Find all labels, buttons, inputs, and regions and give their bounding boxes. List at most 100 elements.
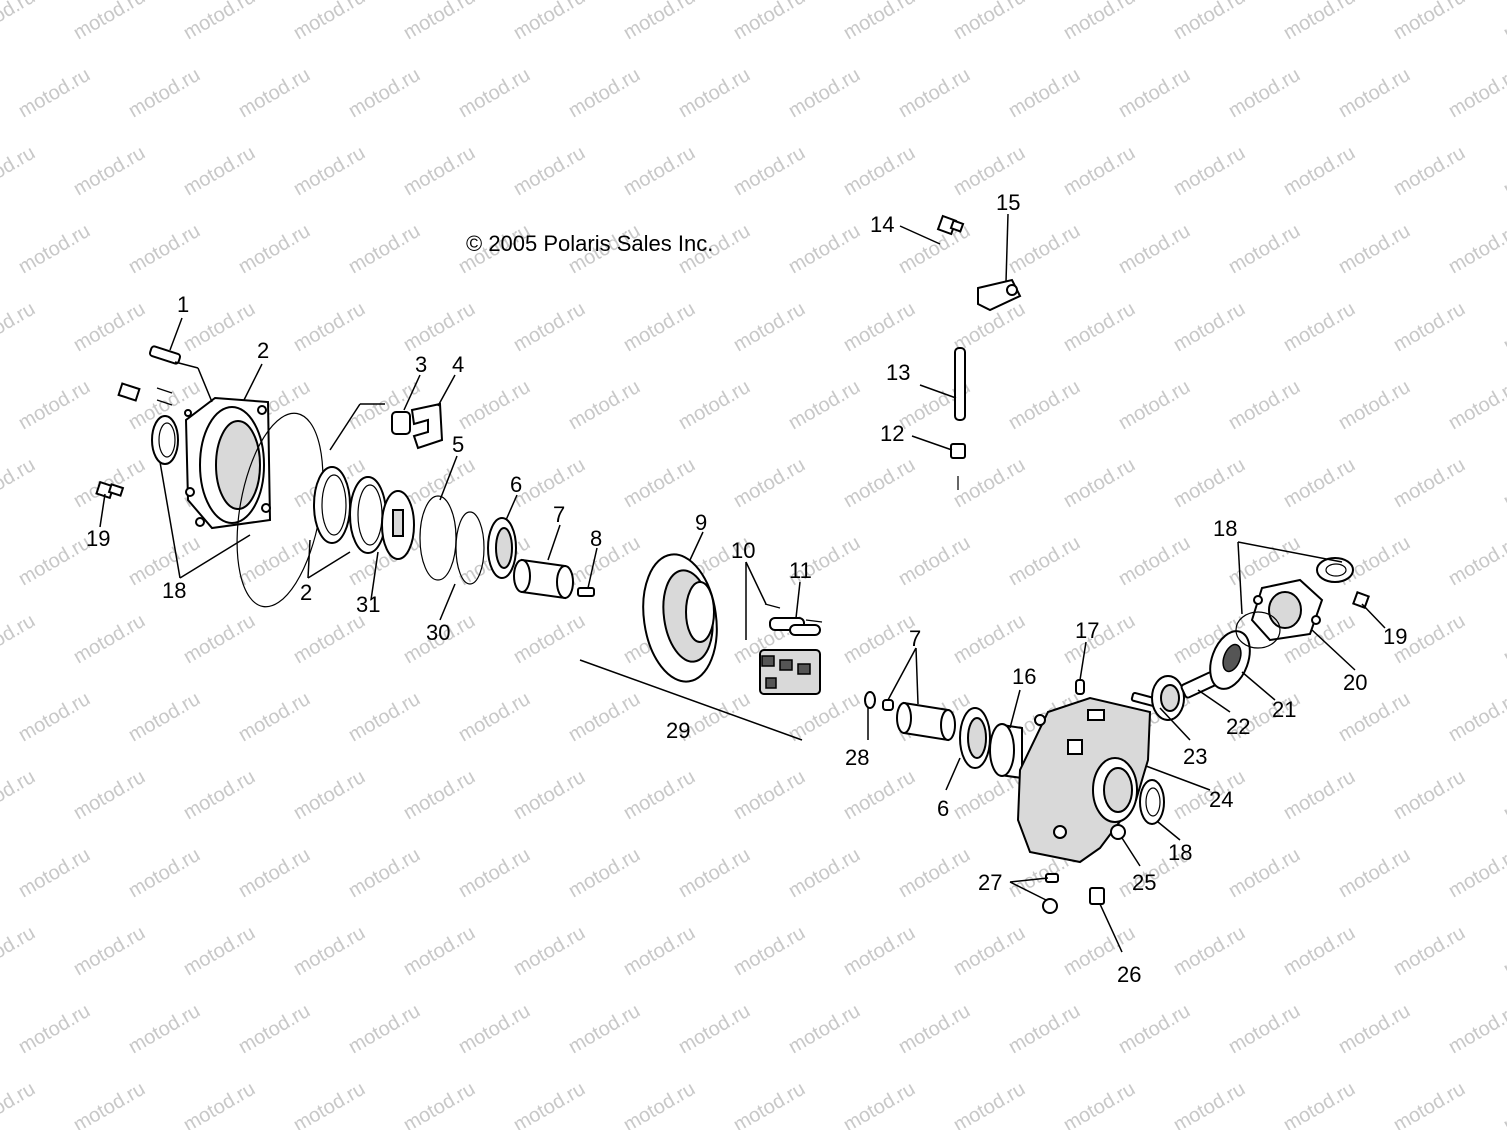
watermark-text: motod.ru — [1005, 1000, 1084, 1059]
part-6a-left-bearing — [487, 517, 517, 579]
watermark-text: motod.ru — [730, 142, 809, 201]
watermark-text: motod.ru — [565, 1000, 644, 1059]
callout-8: 8 — [590, 526, 602, 551]
part-1-dowel-pin — [148, 345, 182, 365]
watermark-text: motod.ru — [125, 220, 204, 279]
part-7b-small-pin — [882, 699, 894, 711]
watermark-text: motod.ru — [1280, 454, 1359, 513]
watermark-text: motod.ru — [1500, 922, 1507, 981]
watermark-text: motod.ru — [1115, 64, 1194, 123]
callout-6a: 6 — [510, 472, 522, 497]
part-12-plug — [950, 443, 966, 490]
callout-2b: 2 — [300, 580, 312, 605]
watermark-text: motod.ru — [345, 688, 424, 747]
watermark-text: motod.ru — [1170, 922, 1249, 981]
part-25-nut — [1110, 824, 1126, 840]
watermark-text: motod.ru — [840, 610, 919, 669]
watermark-text: motod.ru — [400, 922, 479, 981]
watermark-text: motod.ru — [70, 1078, 149, 1130]
watermark-text: motod.ru — [1170, 142, 1249, 201]
part-24-gearcase-housing — [1016, 696, 1152, 864]
watermark-text: motod.ru — [15, 844, 94, 903]
watermark-text: motod.ru — [1060, 1078, 1139, 1130]
watermark-text: motod.ru — [345, 1000, 424, 1059]
watermark-text: motod.ru — [1335, 844, 1414, 903]
watermark-text: motod.ru — [565, 64, 644, 123]
watermark-text: motod.ru — [235, 64, 314, 123]
callout-24: 24 — [1209, 787, 1233, 812]
watermark-text: motod.ru — [235, 220, 314, 279]
watermark-text: motod.ru — [345, 844, 424, 903]
watermark-text: motod.ru — [290, 298, 369, 357]
callout-26: 26 — [1117, 962, 1141, 987]
part-8-pin — [577, 587, 595, 597]
part-18b-pinion-seal — [1316, 557, 1354, 583]
watermark-text: motod.ru — [1390, 0, 1469, 44]
part-19c-right-bolt — [1352, 591, 1370, 609]
callout-18b: 18 — [1213, 516, 1237, 541]
watermark-text: motod.ru — [180, 766, 259, 825]
watermark-text: motod.ru — [1280, 922, 1359, 981]
watermark-text: motod.ru — [1115, 1000, 1194, 1059]
watermark-text: motod.ru — [1445, 64, 1507, 123]
watermark-text: motod.ru — [950, 454, 1029, 513]
part-19b-left-bolt — [95, 480, 125, 500]
callout-14: 14 — [870, 212, 894, 237]
watermark-text: motod.ru — [895, 844, 974, 903]
callout-23: 23 — [1183, 744, 1207, 769]
callout-30: 30 — [426, 620, 450, 645]
callout-1: 1 — [177, 292, 189, 317]
watermark-text: motod.ru — [1445, 220, 1507, 279]
callout-31: 31 — [356, 592, 380, 617]
part-28-washer — [864, 691, 876, 709]
watermark-text: motod.ru — [290, 0, 369, 44]
callout-10: 10 — [731, 538, 755, 563]
watermark-text: motod.ru — [0, 142, 39, 201]
watermark-text: motod.ru — [510, 0, 589, 44]
callout-7b: 7 — [909, 626, 921, 651]
part-18a-left-seal — [151, 415, 179, 465]
part-11-roller — [769, 617, 821, 636]
watermark-text: motod.ru — [15, 1000, 94, 1059]
callout-27: 27 — [978, 870, 1002, 895]
leader-lines — [99, 213, 1386, 953]
watermark-text: motod.ru — [345, 376, 424, 435]
watermark-text: motod.ru — [620, 766, 699, 825]
watermark-text: motod.ru — [840, 454, 919, 513]
part-20-pinion-cover — [1250, 578, 1324, 642]
watermark-text: motod.ru — [730, 922, 809, 981]
callout-5: 5 — [452, 432, 464, 457]
watermark-text: motod.ru — [1060, 454, 1139, 513]
watermark-text: motod.ru — [0, 922, 39, 981]
copyright-text: © 2005 Polaris Sales Inc. — [466, 231, 713, 256]
part-4-bracket — [410, 402, 444, 450]
watermark-text: motod.ru — [1335, 64, 1414, 123]
watermark-text: motod.ru — [15, 532, 94, 591]
watermark-text: motod.ru — [1500, 0, 1507, 44]
watermark-text: motod.ru — [1390, 1078, 1469, 1130]
part-16-bearing-cup — [989, 723, 1023, 780]
watermark-text: motod.ru — [0, 454, 39, 513]
watermark-text: motod.ru — [235, 688, 314, 747]
watermark-text: motod.ru — [840, 142, 919, 201]
part-30-snap-ring — [455, 511, 485, 585]
callout-28: 28 — [845, 745, 869, 770]
watermark-text: motod.ru — [730, 298, 809, 357]
watermark-text: motod.ru — [565, 688, 644, 747]
watermark-text: motod.ru — [180, 922, 259, 981]
watermark-text: motod.ru — [290, 142, 369, 201]
watermark-text: motod.ru — [510, 766, 589, 825]
watermark-text: motod.ru — [125, 688, 204, 747]
part-7b-right-sleeve — [896, 701, 956, 742]
watermark-text: motod.ru — [180, 1078, 259, 1130]
watermark-text: motod.ru — [1445, 688, 1507, 747]
watermark-text: motod.ru — [1280, 766, 1359, 825]
watermark-text: motod.ru — [1335, 688, 1414, 747]
part-17-dowel — [1075, 679, 1085, 695]
part-6b-right-bearing — [959, 707, 991, 769]
watermark-text: motod.ru — [290, 766, 369, 825]
watermark-text: motod.ru — [180, 0, 259, 44]
callout-12: 12 — [880, 421, 904, 446]
watermark-text: motod.ru — [1060, 0, 1139, 44]
watermark-text: motod.ru — [290, 1078, 369, 1130]
